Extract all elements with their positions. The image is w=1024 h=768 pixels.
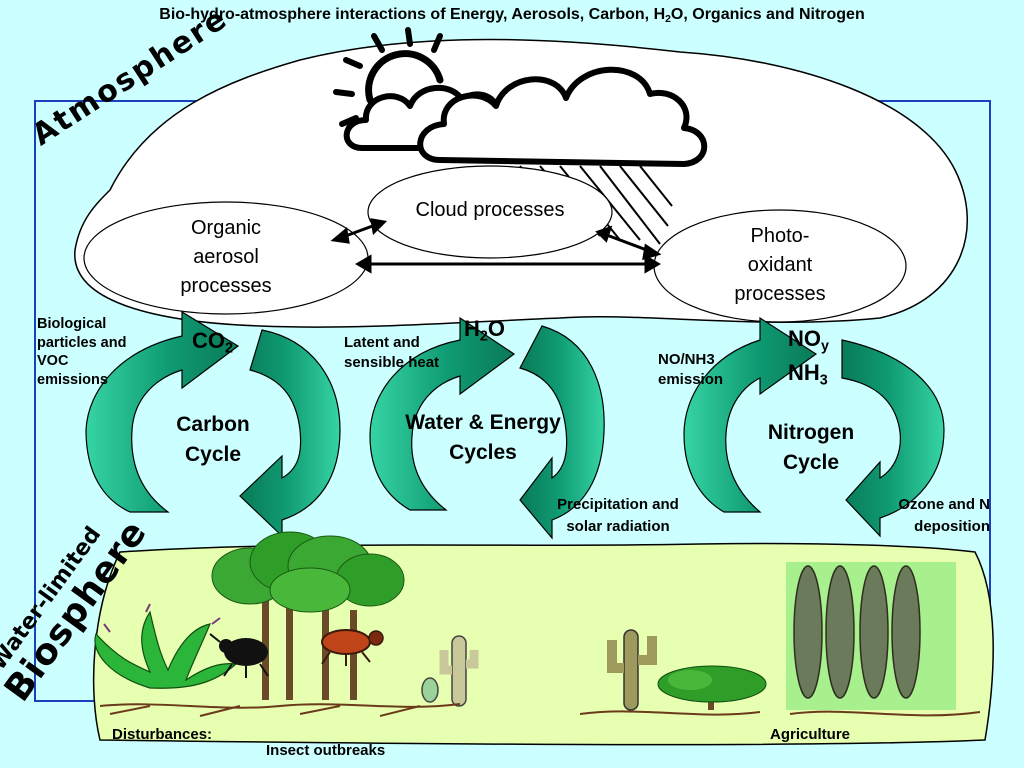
saguaro-cactus-icon — [607, 629, 657, 711]
shrub-icon — [657, 665, 767, 710]
disturbances-label: Disturbances: — [112, 726, 213, 743]
water-cycle-name: Water & Energy Cycles — [405, 411, 561, 464]
nitrogen-output-label: Ozone and N deposition — [898, 496, 990, 535]
carbon-input-label: Biological particles and VOC emissions — [37, 316, 127, 388]
beetle-icon — [209, 633, 269, 678]
bark-beetle-icon — [321, 629, 384, 666]
h2o-label: H2O — [464, 316, 505, 345]
water-input-label: Latent and sensible heat — [344, 334, 440, 371]
water-output-label: Precipitation and solar radiation — [557, 496, 679, 535]
root-systems — [99, 703, 981, 717]
exchange-arrows — [330, 218, 662, 274]
photo-oxidant-label: Photo- oxidant processes — [734, 225, 826, 305]
cactus-icon — [421, 635, 479, 707]
agriculture-field-icon — [786, 562, 956, 710]
nitrogen-input-label: NO/NH3 emission — [658, 351, 724, 388]
nitrogen-cycle-name: Nitrogen Cycle — [767, 421, 855, 474]
page-title: Bio-hydro-atmosphere interactions of Ene… — [159, 6, 865, 26]
nitrogen-cycle-arrows — [683, 316, 945, 538]
tree-cluster-icon — [211, 531, 405, 700]
water-cycle-arrows — [369, 316, 605, 540]
cloud-processes-ellipse — [367, 165, 613, 259]
carbon-cycle-name: Carbon Cycle — [176, 413, 250, 466]
nh3-label: NH3 — [788, 360, 828, 389]
agave-plant-icon — [94, 603, 245, 689]
carbon-cycle-arrows — [85, 310, 341, 538]
sun-icon — [333, 27, 444, 127]
insect-outbreaks-label: Insect outbreaks — [266, 742, 386, 759]
noy-label: NOy — [788, 326, 829, 355]
agriculture-label: Agriculture — [770, 726, 851, 743]
cloud-icon — [343, 66, 708, 167]
cloud-processes-label: Cloud processes — [415, 199, 565, 221]
organic-aerosol-label: Organic aerosol processes — [180, 217, 272, 297]
co2-label: CO2 — [192, 328, 233, 357]
